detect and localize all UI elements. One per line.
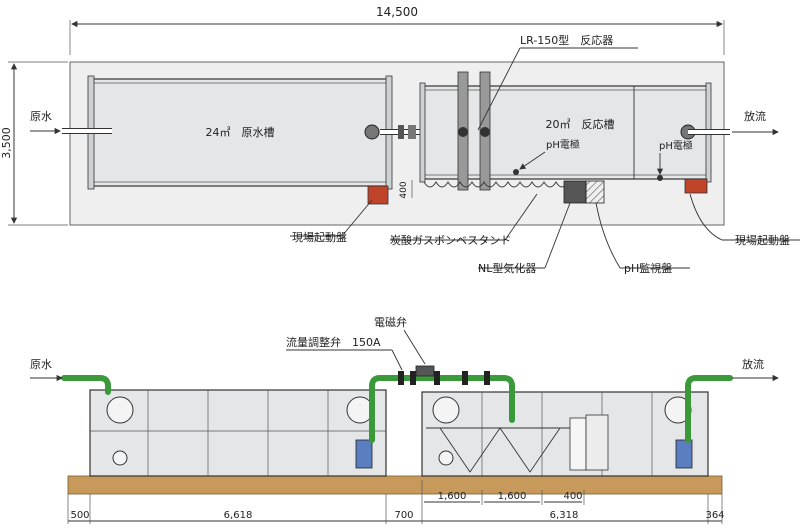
solenoid-valve bbox=[415, 365, 435, 377]
dim-lower-3: 700 bbox=[394, 510, 413, 521]
solenoid-valve-label: 電磁弁 bbox=[374, 315, 407, 329]
overall-width-label: 14,500 bbox=[376, 5, 418, 19]
plan-outlet-label: 放流 bbox=[744, 109, 766, 123]
reactor-tank-elevation bbox=[421, 391, 709, 477]
dim-lower-1: 500 bbox=[70, 510, 89, 521]
raw-tank-label: 24㎥ 原水槽 bbox=[206, 126, 275, 139]
reactor-tank-plan: 20㎥ 反応槽 bbox=[419, 82, 712, 194]
dim-lower-4: 6,318 bbox=[550, 510, 579, 521]
callout-co2-stand: 炭酸ガスボンベスタンド bbox=[390, 233, 511, 247]
raw-tank-pump-elevation bbox=[355, 439, 373, 469]
elev-inlet-label: 原水 bbox=[30, 358, 52, 371]
callout-ph-monitor: pH監視盤 bbox=[624, 261, 672, 275]
reactor-pump-elevation bbox=[675, 439, 693, 469]
flow-valve-label: 流量調整弁 150A bbox=[286, 335, 381, 349]
elevation-view: 原水 放流 電磁弁 流量調整弁 150A 1,600 1,600 400 bbox=[30, 315, 779, 524]
dim-lower-2: 6,618 bbox=[224, 510, 253, 521]
reactor-tank-label: 20㎥ 反応槽 bbox=[546, 117, 615, 131]
dim-upper-2: 1,600 bbox=[498, 491, 527, 502]
elevation-lower-dimensions: 500 6,618 700 6,318 364 bbox=[67, 494, 725, 524]
plan-callouts: 現場起動盤 炭酸ガスボンベスタンド NL型気化器 pH監視盤 現場起動盤 bbox=[290, 193, 800, 275]
site-panel-left bbox=[367, 185, 389, 205]
plan-inlet-label: 原水 bbox=[30, 110, 52, 123]
overall-height-label: 3,500 bbox=[0, 127, 13, 159]
elev-outlet-label: 放流 bbox=[742, 357, 764, 371]
site-panel-right bbox=[684, 178, 708, 194]
plan-view: 14,500 3,500 24㎥ 原水槽 原水 bbox=[0, 5, 800, 275]
ph-monitor-elevation bbox=[585, 414, 609, 471]
inlet-pipe-plan: 原水 bbox=[30, 110, 112, 135]
ph-electrode-1-label: pH電極 bbox=[546, 138, 580, 151]
reactor-model-label: LR-150型 反応器 bbox=[520, 33, 613, 47]
callout-site-panel-left: 現場起動盤 bbox=[292, 230, 347, 244]
overall-width-dimension: 14,500 bbox=[69, 5, 725, 55]
callout-site-panel-right: 現場起動盤 bbox=[735, 233, 790, 247]
dim-upper-3: 400 bbox=[563, 491, 582, 502]
dim-lower-5: 364 bbox=[705, 510, 724, 521]
raw-water-tank-plan: 24㎥ 原水槽 bbox=[87, 75, 393, 205]
vaporizer-box bbox=[563, 180, 587, 204]
ph-electrode-2-label: pH電極 bbox=[659, 139, 693, 152]
vaporizer-elevation bbox=[569, 417, 587, 471]
dim-upper-1: 1,600 bbox=[438, 491, 467, 502]
ph-electrode-2-mark bbox=[657, 175, 663, 181]
ph-electrode-1-mark bbox=[513, 169, 519, 175]
ph-monitor-box bbox=[585, 180, 605, 204]
green-piping bbox=[61, 365, 733, 443]
ground-foundation bbox=[67, 475, 723, 495]
stand-height-label: 400 bbox=[399, 181, 409, 198]
co2-bottle-stand bbox=[423, 181, 569, 188]
callout-vaporizer: NL型気化器 bbox=[478, 261, 536, 275]
outlet-pipe-plan: 放流 bbox=[688, 109, 779, 136]
elevation-upper-dimensions: 1,600 1,600 400 bbox=[421, 480, 585, 505]
overall-height-dimension: 3,500 bbox=[0, 61, 68, 226]
raw-tank-pump bbox=[364, 124, 380, 140]
reactor-towers-plan bbox=[457, 71, 491, 191]
raw-water-tank-elevation bbox=[89, 389, 387, 477]
